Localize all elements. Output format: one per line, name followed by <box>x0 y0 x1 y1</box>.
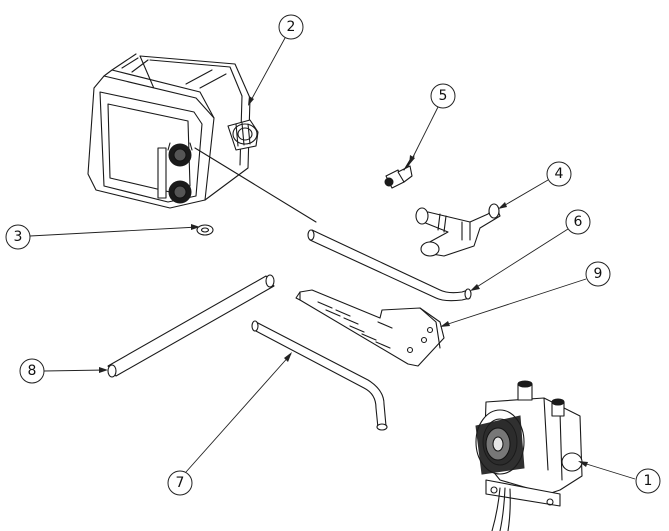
pump-head-part <box>475 380 583 531</box>
knob-lower <box>168 180 192 204</box>
callout-8-label: 8 <box>28 363 37 379</box>
mounting-bracket-part <box>295 289 445 367</box>
callout-2-label: 2 <box>287 19 296 35</box>
callout-7-balloon: 7 <box>167 470 193 496</box>
callout-3-balloon: 3 <box>5 224 31 250</box>
callout-6: 6 <box>470 209 591 291</box>
bent-tube-part <box>307 229 472 302</box>
callout-1-label: 1 <box>644 473 653 489</box>
callout-9-balloon: 9 <box>585 261 611 287</box>
callout-3: 3 <box>5 224 200 250</box>
cable-gland <box>227 119 259 151</box>
washer-part <box>196 224 214 236</box>
callout-5-balloon: 5 <box>430 83 456 109</box>
callout-4-label: 4 <box>555 166 564 182</box>
knob-upper <box>167 142 193 167</box>
callout-6-label: 6 <box>574 214 583 230</box>
tee-fitting-part <box>415 203 501 257</box>
callout-2: 2 <box>248 14 304 106</box>
callout-9-label: 9 <box>594 266 603 282</box>
callout-5-label: 5 <box>439 88 448 104</box>
l-tube-part <box>251 320 388 431</box>
callout-4-balloon: 4 <box>546 161 572 187</box>
callout-6-balloon: 6 <box>565 209 591 235</box>
callout-9: 9 <box>440 261 611 327</box>
callout-4: 4 <box>498 161 572 209</box>
control-box-part <box>87 53 317 223</box>
callout-1: 1 <box>578 461 661 494</box>
callout-7-label: 7 <box>176 475 185 491</box>
straight-tube-part <box>107 274 275 378</box>
callout-3-label: 3 <box>14 229 23 245</box>
elbow-fitting-part <box>384 155 415 189</box>
callout-1-balloon: 1 <box>635 468 661 494</box>
callout-5: 5 <box>409 83 456 165</box>
callout-2-balloon: 2 <box>278 14 304 40</box>
callout-8-balloon: 8 <box>19 358 45 384</box>
callout-8: 8 <box>19 358 108 384</box>
callout-7: 7 <box>167 352 292 496</box>
